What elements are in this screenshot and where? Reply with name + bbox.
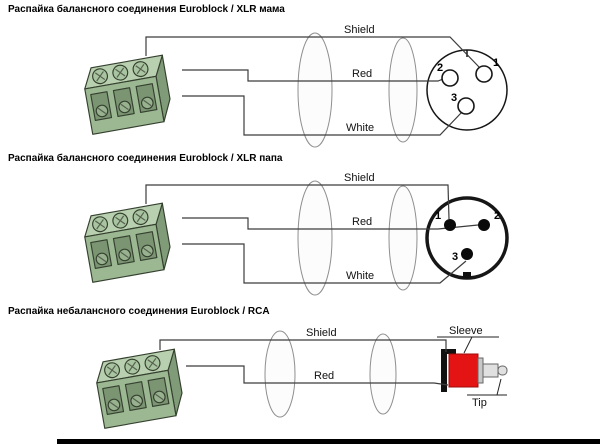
xlr-pin-2 xyxy=(441,69,459,87)
rca-tip-label: Tip xyxy=(472,397,487,409)
pin-2-label: 2 xyxy=(437,62,443,74)
red-wire xyxy=(182,69,444,82)
white-wire xyxy=(182,243,467,284)
pin-3-label: 3 xyxy=(452,251,458,263)
rca-tip-shaft xyxy=(482,363,499,378)
shield-wire xyxy=(159,339,447,352)
rca-body xyxy=(448,353,479,388)
cable-jacket-ellipse xyxy=(369,333,397,415)
cable-jacket-ellipse xyxy=(388,37,418,143)
xlr-pin-2 xyxy=(478,219,490,231)
red-wire-label: Red xyxy=(314,370,334,382)
shield-wire-label: Shield xyxy=(344,172,375,184)
euroblock-connector xyxy=(80,202,175,283)
xlr-pin-3 xyxy=(457,97,475,115)
cable-jacket-ellipse xyxy=(297,32,333,148)
red-wire xyxy=(186,365,449,386)
rca-shell-top xyxy=(441,349,456,354)
euroblock-connector xyxy=(92,348,187,429)
diagram-rca: Shield Red Sleeve Tip xyxy=(92,325,508,429)
tip-leader-pointer xyxy=(496,378,502,396)
sleeve-leader-pointer xyxy=(463,336,473,354)
cable-jacket-ellipse xyxy=(388,185,418,291)
shield-wire-label: Shield xyxy=(306,327,337,339)
rca-sleeve-label: Sleeve xyxy=(449,325,483,337)
white-wire-label: White xyxy=(346,122,374,134)
xlr-pin-1 xyxy=(444,219,456,231)
rca-collar xyxy=(477,357,484,384)
shield-wire xyxy=(145,184,450,220)
diagram-xlr-female: Shield Red White 2 1 3 xyxy=(80,24,508,148)
section-title-rca: Распайка небалансного соединения Euroblo… xyxy=(8,306,270,317)
bottom-border-bar xyxy=(57,439,600,444)
pin-2-label: 2 xyxy=(494,210,500,222)
xlr-pin-3 xyxy=(461,248,473,260)
rca-shell-bracket xyxy=(441,349,447,392)
xlr-notch xyxy=(463,272,471,278)
cable-jacket-ellipse xyxy=(264,330,296,418)
red-wire-label: Red xyxy=(352,68,372,80)
section-title-xlr-female: Распайка балансного соединения Euroblock… xyxy=(8,4,285,15)
shield-wire xyxy=(145,36,481,69)
euroblock-connector xyxy=(80,54,175,135)
pin-3-label: 3 xyxy=(451,92,457,104)
xlr-pin-1 xyxy=(475,65,493,83)
red-wire-label: Red xyxy=(352,216,372,228)
rca-tip xyxy=(497,365,508,376)
rca-connector xyxy=(441,349,508,392)
diagram-xlr-male: Shield Red White 1 2 3 xyxy=(80,172,509,296)
white-wire xyxy=(182,95,463,136)
shield-wire-label: Shield xyxy=(344,24,375,36)
pin-1-label: 1 xyxy=(493,57,499,69)
section-title-xlr-male: Распайка балансного соединения Euroblock… xyxy=(8,153,283,164)
pin-1-label: 1 xyxy=(435,210,441,222)
cable-jacket-ellipse xyxy=(297,180,333,296)
white-wire-label: White xyxy=(346,270,374,282)
